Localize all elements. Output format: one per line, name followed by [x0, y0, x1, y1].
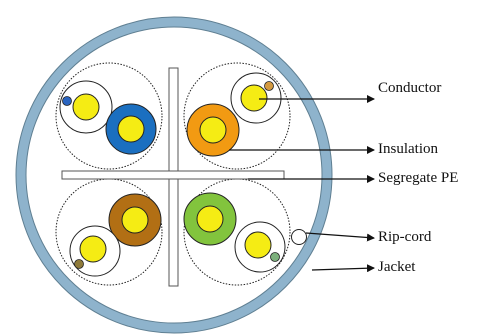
wire-white-orange-stripe [264, 81, 274, 91]
wire-green-conductor [196, 205, 224, 233]
wire-white-brown-conductor [79, 235, 107, 263]
wire-white-blue-stripe [62, 96, 72, 106]
wire-white-blue-conductor [72, 93, 100, 121]
wire-white-orange-conductor [240, 84, 268, 112]
wire-blue-conductor [117, 115, 145, 143]
jacket-leader [311, 264, 375, 273]
wire-brown-conductor [121, 206, 149, 234]
jacket-label: Jacket [378, 259, 416, 275]
insulation-label: Insulation [378, 141, 438, 157]
wire-white-green-conductor [244, 231, 272, 259]
wire-white-green-stripe [270, 252, 280, 262]
pair-bundle-blue [55, 62, 163, 170]
ripcord-leader [305, 232, 375, 242]
pair-bundle-orange [183, 62, 291, 170]
wire-orange-conductor [199, 116, 227, 144]
rip-cord [291, 229, 307, 245]
separator-center [170, 172, 177, 178]
conductor-label: Conductor [378, 80, 442, 96]
wire-white-brown-stripe [74, 259, 84, 269]
segregate-label: Segregate PE [378, 170, 459, 186]
ripcord-label: Rip-cord [378, 229, 432, 245]
